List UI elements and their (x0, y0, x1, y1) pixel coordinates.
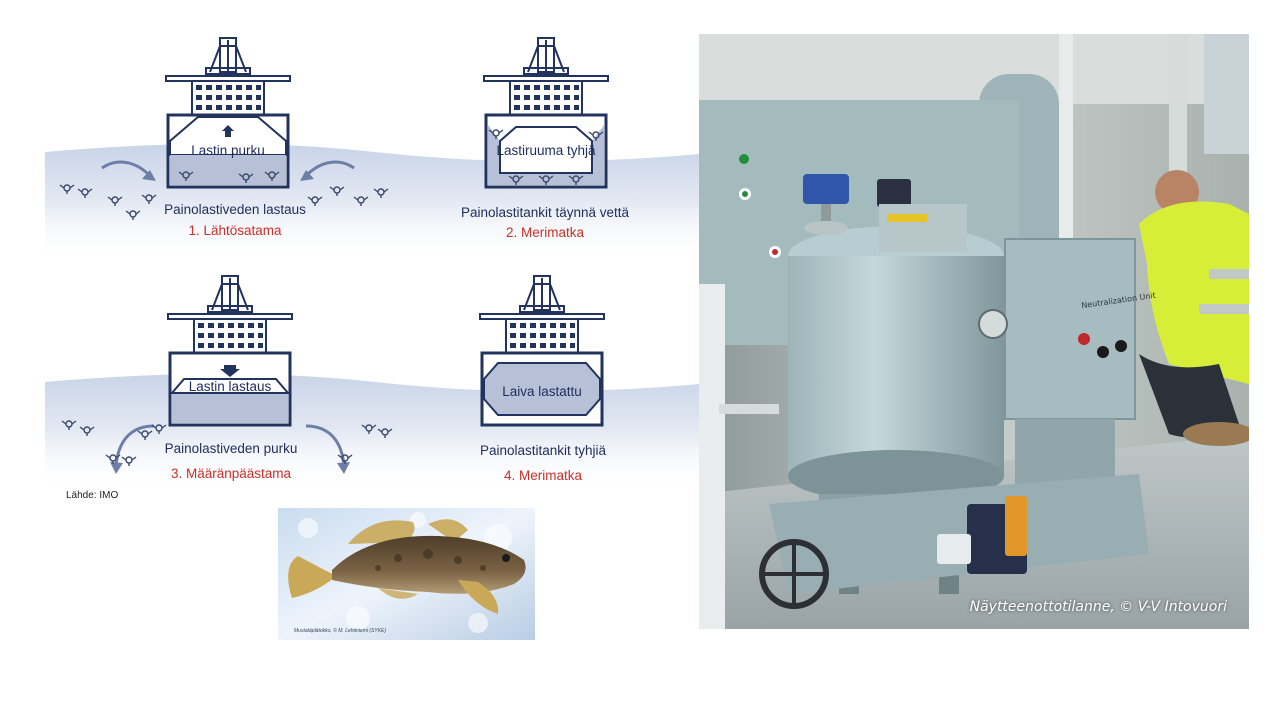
panel1-caption: Painolastiveden lastaus (164, 202, 306, 217)
diagram-graphics (45, 37, 700, 490)
ballast-water-diagram: Lastin purku Lastiruuma tyhjä Lastin las… (45, 30, 700, 510)
panel3-step: 3. Määränpäästama (170, 466, 292, 481)
equipment-illustration (699, 34, 1249, 629)
panel4-step: 4. Merimatka (503, 468, 583, 483)
panel2-step: 2. Merimatka (505, 225, 585, 240)
photo-caption: Näytteenottotilanne, © V-V Intovuori (969, 599, 1227, 615)
fish-illustration (278, 508, 535, 640)
panel1-step: 1. Lähtösatama (188, 223, 282, 238)
panel2-caption: Painolastitankit täynnä vettä (460, 205, 630, 220)
fish-photo-credit: Mustatäplätokko, © M. Lehtiniemi (SYKE) (294, 628, 387, 634)
panel1-inside-label: Lastin purku (191, 143, 265, 158)
diagram-source: Lähde: IMO (66, 490, 119, 501)
fish-photo: Mustatäplätokko, © M. Lehtiniemi (SYKE) (278, 508, 535, 640)
panel3-caption: Painolastiveden purku (164, 441, 298, 456)
panel2-inside-label: Lastiruuma tyhjä (496, 143, 596, 158)
panel3-inside-label: Lastin lastaus (188, 379, 272, 394)
equipment-photo: Neutralization Unit Näytteenottotilanne,… (699, 34, 1249, 629)
panel4-inside-label: Laiva lastattu (502, 384, 582, 399)
panel4-caption: Painolastitankit tyhjiä (479, 443, 607, 458)
